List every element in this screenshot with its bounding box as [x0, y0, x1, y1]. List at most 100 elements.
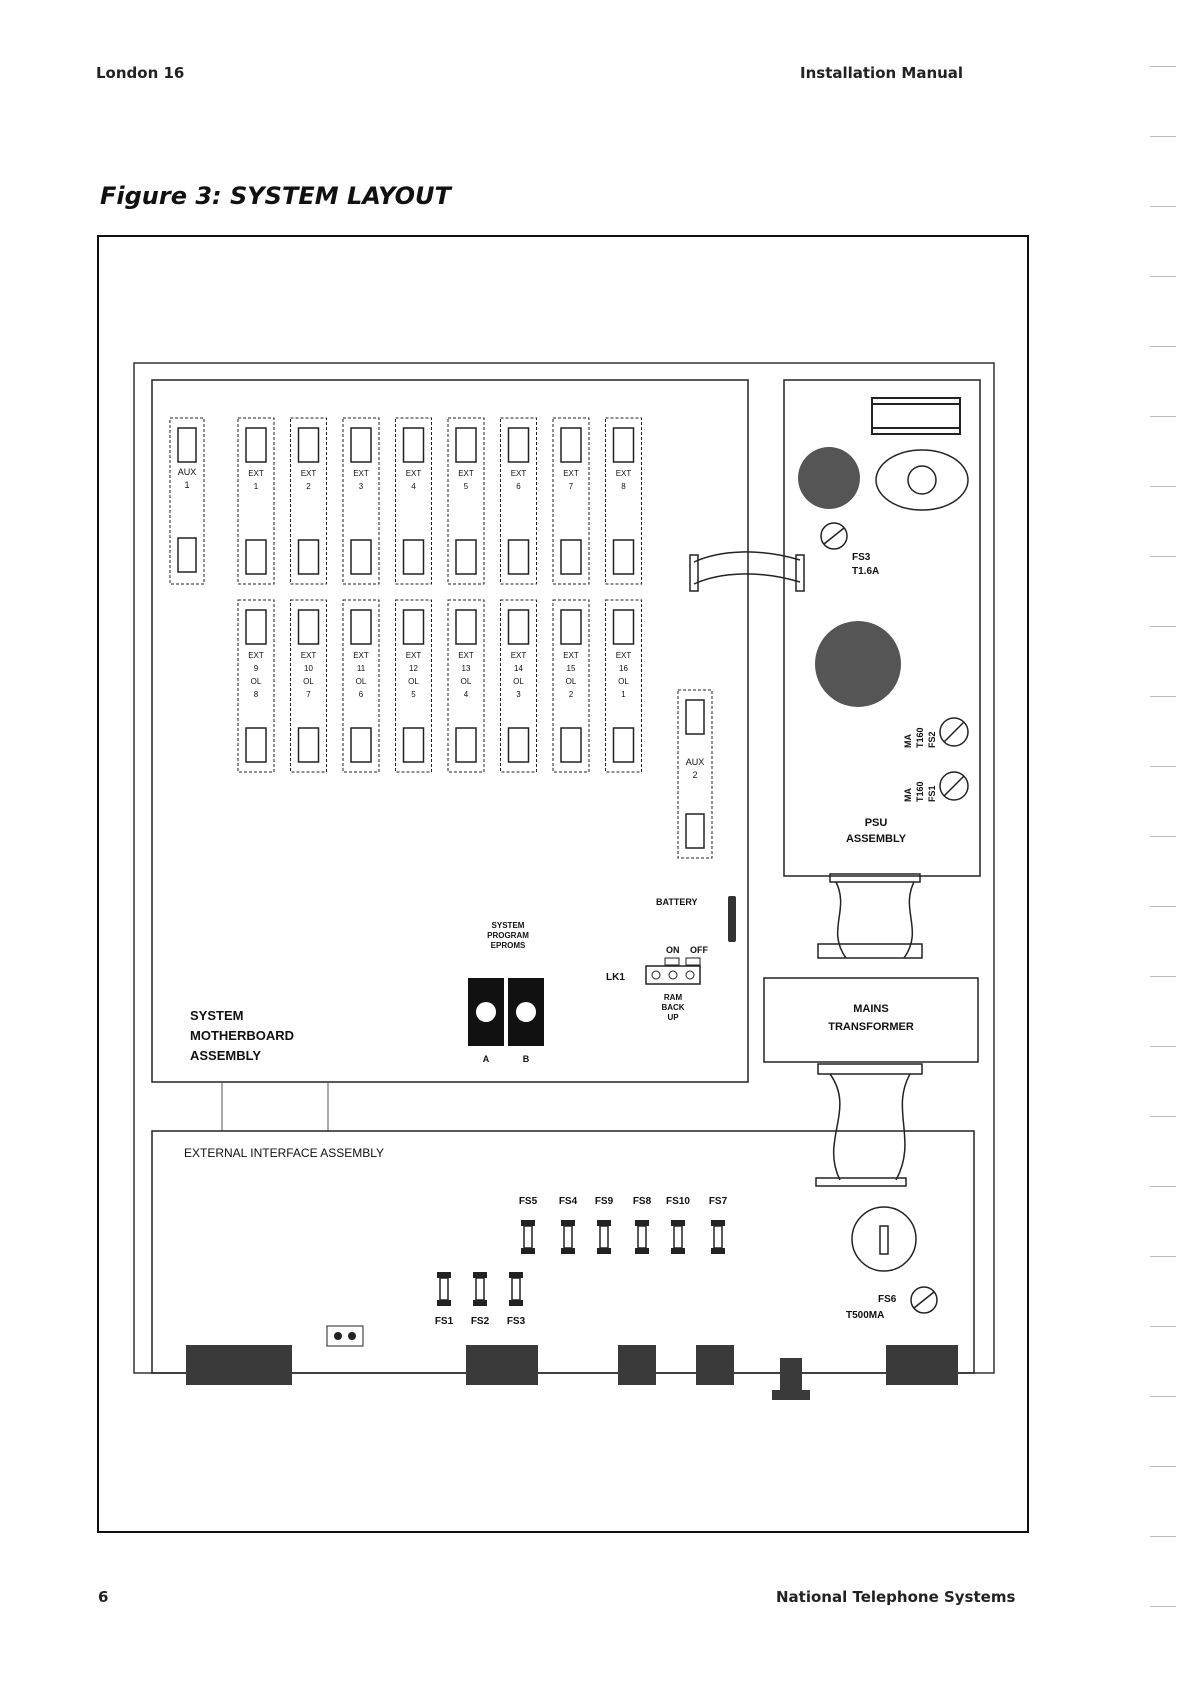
ext_top-card-5-line1: EXT [458, 469, 474, 478]
ext_top-card-2: EXT 2 [290, 417, 327, 585]
ext_bottom-card-2-line4: 7 [306, 690, 311, 699]
fuse-top-1 [521, 1220, 535, 1254]
mains-transformer [763, 977, 979, 1063]
fs3-label: FS3 [852, 552, 871, 563]
external-interface-board [151, 1130, 975, 1374]
fuse-top-4 [635, 1220, 649, 1254]
fuse-top-label-3: FS9 [595, 1196, 614, 1207]
aux-1-card: AUX 1 [169, 417, 205, 585]
connector-4 [696, 1345, 734, 1385]
battery-icon [728, 896, 736, 942]
ext_top-card-4-line1: EXT [406, 469, 422, 478]
ext_bottom-card-1-line4: 8 [254, 690, 259, 699]
lk1-off-label: OFF [690, 945, 708, 955]
ext_bottom-card-6-line2: 14 [514, 664, 523, 673]
ext_bottom-card-6-line4: 3 [516, 690, 521, 699]
fs2-fuse [939, 717, 969, 747]
psu-connector [871, 397, 961, 435]
ext_bottom-card-8-line3: OL [618, 677, 629, 686]
ext_top-card-8-line1: EXT [616, 469, 632, 478]
ext_bottom-card-2-line3: OL [303, 677, 314, 686]
outer-frame [97, 235, 1029, 1533]
header-manual-title: Installation Manual [800, 64, 964, 82]
ext_bottom-card-2-line2: 10 [304, 664, 313, 673]
motherboard-label-line1: SYSTEM [190, 1008, 243, 1023]
ext_top-card-2-line2: 2 [306, 482, 311, 491]
fuse-top-label-2: FS4 [559, 1196, 578, 1207]
transformer-ribbon-lower [815, 1063, 923, 1187]
motherboard-label-line2: MOTHERBOARD [190, 1028, 294, 1043]
fuse-top-2 [561, 1220, 575, 1254]
fs2-rating: T160 [915, 727, 925, 748]
ext_bottom-card-1-line1: EXT [248, 651, 264, 660]
fs1-fuse [939, 771, 969, 801]
transformer-label-line1: MAINS [853, 1003, 888, 1015]
ext_bottom-card-3-line1: EXT [353, 651, 369, 660]
connector-5 [780, 1358, 802, 1400]
motherboard-label-line3: ASSEMBLY [190, 1048, 261, 1063]
fuse-top-5 [671, 1220, 685, 1254]
aux-1-label: AUX [178, 467, 197, 477]
ext_bottom-card-6-line1: EXT [511, 651, 527, 660]
transformer-ribbon-upper [817, 873, 923, 959]
ext_bottom-card-5-line3: OL [461, 677, 472, 686]
eprom-label-line1: SYSTEM [492, 921, 525, 930]
ram-backup-line2: BACK [661, 1003, 684, 1012]
lk1-jumper: ON OFF LK1 RAM BACK UP [606, 945, 708, 1022]
ext_bottom-card-7-line3: OL [566, 677, 577, 686]
eprom-b-label: B [523, 1054, 530, 1064]
psu-label-line2: ASSEMBLY [846, 833, 907, 845]
ext_top-card-6: EXT 6 [500, 417, 537, 585]
ext_top-card-2-line1: EXT [301, 469, 317, 478]
ext_bottom-card-5-line4: 4 [464, 690, 469, 699]
fs3-rating: T1.6A [852, 566, 879, 577]
ext_top-card-3: EXT 3 [342, 417, 380, 585]
fuse-top-3 [597, 1220, 611, 1254]
fs2-unit: MA [903, 734, 913, 748]
footer-company: National Telephone Systems [776, 1588, 1016, 1606]
ext_bottom-card-4-line3: OL [408, 677, 419, 686]
ext_bottom-card-3-line4: 6 [359, 690, 364, 699]
fuse-bottom-label-2: FS2 [471, 1316, 490, 1327]
fuse-bottom-label-1: FS1 [435, 1316, 454, 1327]
fs1-rating: T160 [915, 781, 925, 802]
motherboard-board [151, 379, 749, 1083]
fuse-bottom-1 [437, 1272, 451, 1306]
ext_top-card-3-line2: 3 [359, 482, 364, 491]
ext_top-card-8-line2: 8 [621, 482, 626, 491]
eprom-label-line3: EPROMS [491, 941, 526, 950]
ext_bottom-card-5-line2: 13 [462, 664, 471, 673]
connector-3 [618, 1345, 656, 1385]
ext_bottom-card-3-line2: 11 [357, 664, 366, 673]
ext_bottom-card-8-line4: 1 [621, 690, 626, 699]
ext_bottom-card-2-line1: EXT [301, 651, 317, 660]
system-program-eproms: SYSTEM PROGRAM EPROMS A B [468, 921, 544, 1064]
ram-backup-line1: RAM [664, 993, 683, 1002]
ext_top-card-6-line1: EXT [511, 469, 527, 478]
ext_bottom-card-7-line2: 15 [567, 664, 576, 673]
fuse-bottom-3 [509, 1272, 523, 1306]
external-jumper [326, 1325, 364, 1347]
ext_top-card-4-line2: 4 [411, 482, 416, 491]
fs2-label: FS2 [927, 731, 937, 748]
eprom-label-line2: PROGRAM [487, 931, 529, 940]
ext_top-card-1-line1: EXT [248, 469, 264, 478]
fuse-top-label-4: FS8 [633, 1196, 652, 1207]
ext_bottom-card-5-line1: EXT [458, 651, 474, 660]
aux-2-label: AUX [686, 757, 705, 767]
aux-2-card: AUX 2 [677, 689, 713, 859]
ext_top-card-3-line1: EXT [353, 469, 369, 478]
ext_top-card-6-line2: 6 [516, 482, 521, 491]
